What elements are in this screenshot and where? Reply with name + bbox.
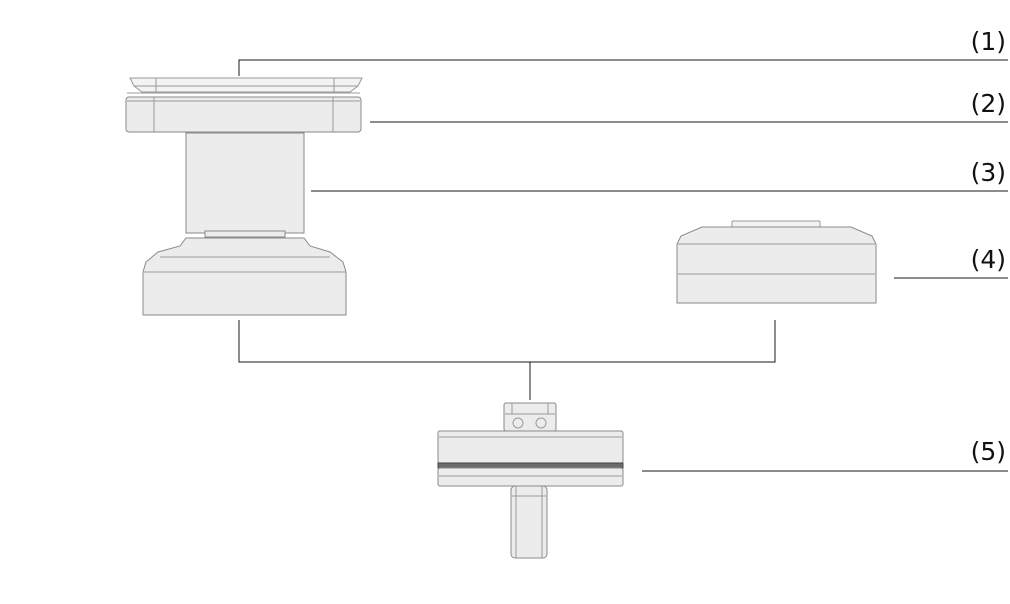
part-top-rim: [129, 77, 363, 93]
callout-label-1: (1): [971, 27, 1006, 56]
callout-label-4: (4): [971, 245, 1006, 274]
callout-label-3: (3): [971, 158, 1006, 187]
callout-label-5: (5): [971, 437, 1006, 466]
part-base-housing: [142, 237, 347, 316]
leader-line-1: [238, 59, 1008, 76]
callout-label-2: (2): [971, 89, 1006, 118]
part-cap: [676, 220, 877, 304]
callout-labels: (1) (2) (3) (4) (5): [971, 27, 1006, 466]
leader-lines: [238, 59, 1008, 472]
part-cylinder-shaft: [185, 132, 305, 238]
part-mounting-plate: [437, 402, 624, 559]
part-collar-ring: [125, 92, 362, 133]
assembly-bracket: [238, 320, 776, 400]
